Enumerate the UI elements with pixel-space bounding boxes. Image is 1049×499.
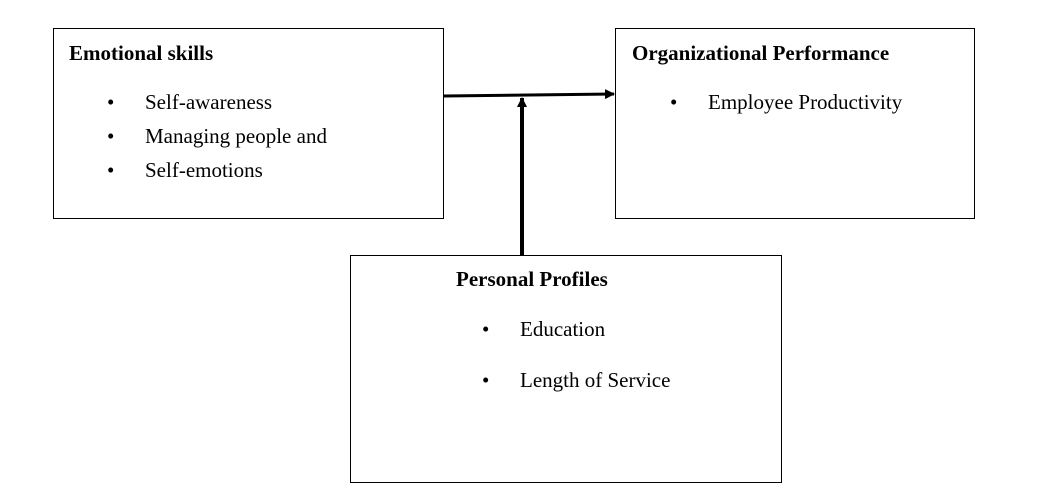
personal-profiles-title: Personal Profiles xyxy=(456,267,608,291)
list-item: Length of Service xyxy=(482,368,671,393)
organizational-performance-box: Organizational Performance Employee Prod… xyxy=(615,28,975,219)
personal-profiles-box: Personal Profiles Education Length of Se… xyxy=(350,255,782,483)
emotional-skills-title: Emotional skills xyxy=(69,41,214,65)
list-item: Employee Productivity xyxy=(670,90,902,115)
list-item: Managing people and xyxy=(107,124,327,149)
arrow-emotional-to-performance xyxy=(443,89,615,100)
list-item: Self-awareness xyxy=(107,90,272,115)
organizational-performance-title: Organizational Performance xyxy=(632,41,890,65)
emotional-skills-box: Emotional skills Self-awareness Managing… xyxy=(53,28,444,219)
list-item: Self-emotions xyxy=(107,158,263,183)
list-item: Education xyxy=(482,317,605,342)
